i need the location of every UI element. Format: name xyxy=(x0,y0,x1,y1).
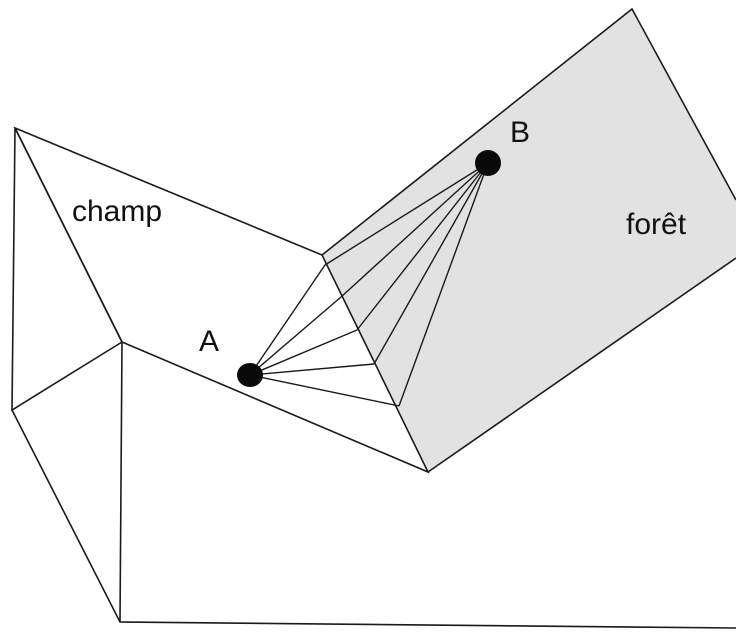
ray-a-3 xyxy=(249,329,358,376)
ray-b-4 xyxy=(373,162,489,365)
ray-b-3 xyxy=(356,162,489,331)
point-a-dot xyxy=(237,363,263,387)
path-rays xyxy=(249,162,489,407)
ray-a-4 xyxy=(249,363,375,376)
ray-b-2 xyxy=(340,162,489,298)
ray-a-1 xyxy=(249,264,326,376)
point-b-label: B xyxy=(510,116,530,149)
ray-a-2 xyxy=(249,296,342,376)
ray-a-5 xyxy=(249,374,400,407)
forest-bottom-edge xyxy=(427,257,736,473)
field-label: champ xyxy=(72,195,162,228)
forest-label: forêt xyxy=(626,208,687,241)
point-a-label: A xyxy=(199,325,219,358)
point-b-dot xyxy=(475,150,501,176)
left-wall-face xyxy=(11,127,124,412)
ray-b-1 xyxy=(324,162,489,266)
forest-plane-texture xyxy=(322,9,736,472)
ray-b-5 xyxy=(398,162,489,407)
forest-plane-edge xyxy=(321,7,736,256)
vertical-fold-edge xyxy=(119,341,123,623)
